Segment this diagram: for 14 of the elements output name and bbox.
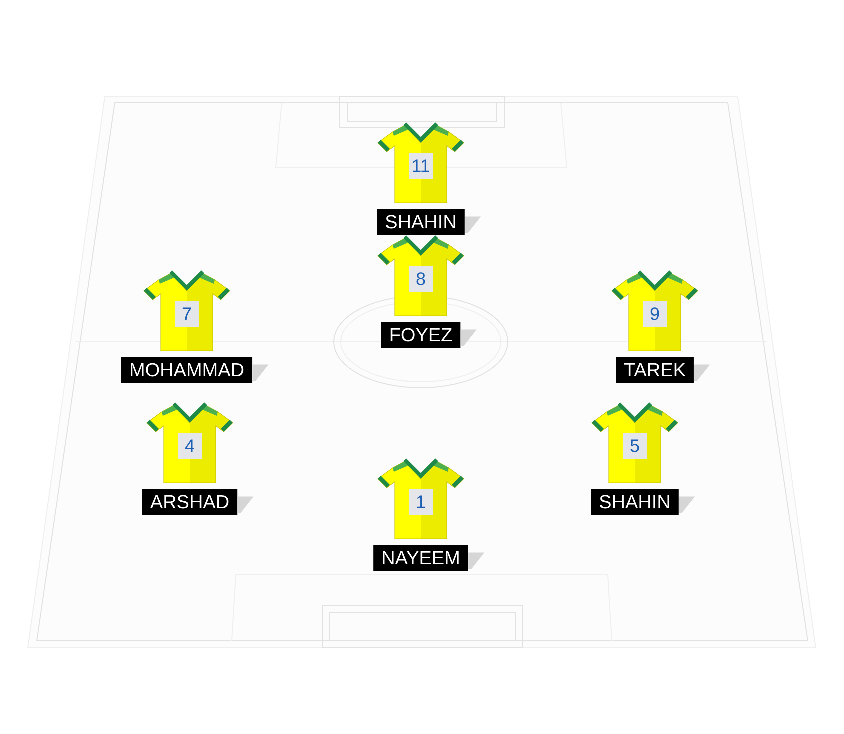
jersey: 4: [146, 402, 234, 484]
jersey: 9: [612, 270, 698, 352]
jersey: 7: [144, 270, 230, 352]
name-label: NAYEEM: [374, 545, 468, 571]
name-label: TAREK: [616, 357, 694, 383]
jersey: 5: [592, 402, 678, 484]
name-label: ARSHAD: [142, 489, 238, 515]
name-label: FOYEZ: [381, 322, 461, 348]
name-label: SHAHIN: [377, 209, 465, 235]
name-label: MOHAMMAD: [121, 357, 253, 383]
jersey: 11: [378, 122, 464, 204]
jersey: 8: [378, 236, 464, 316]
name-label: SHAHIN: [591, 489, 679, 515]
jersey: 1: [378, 458, 464, 540]
